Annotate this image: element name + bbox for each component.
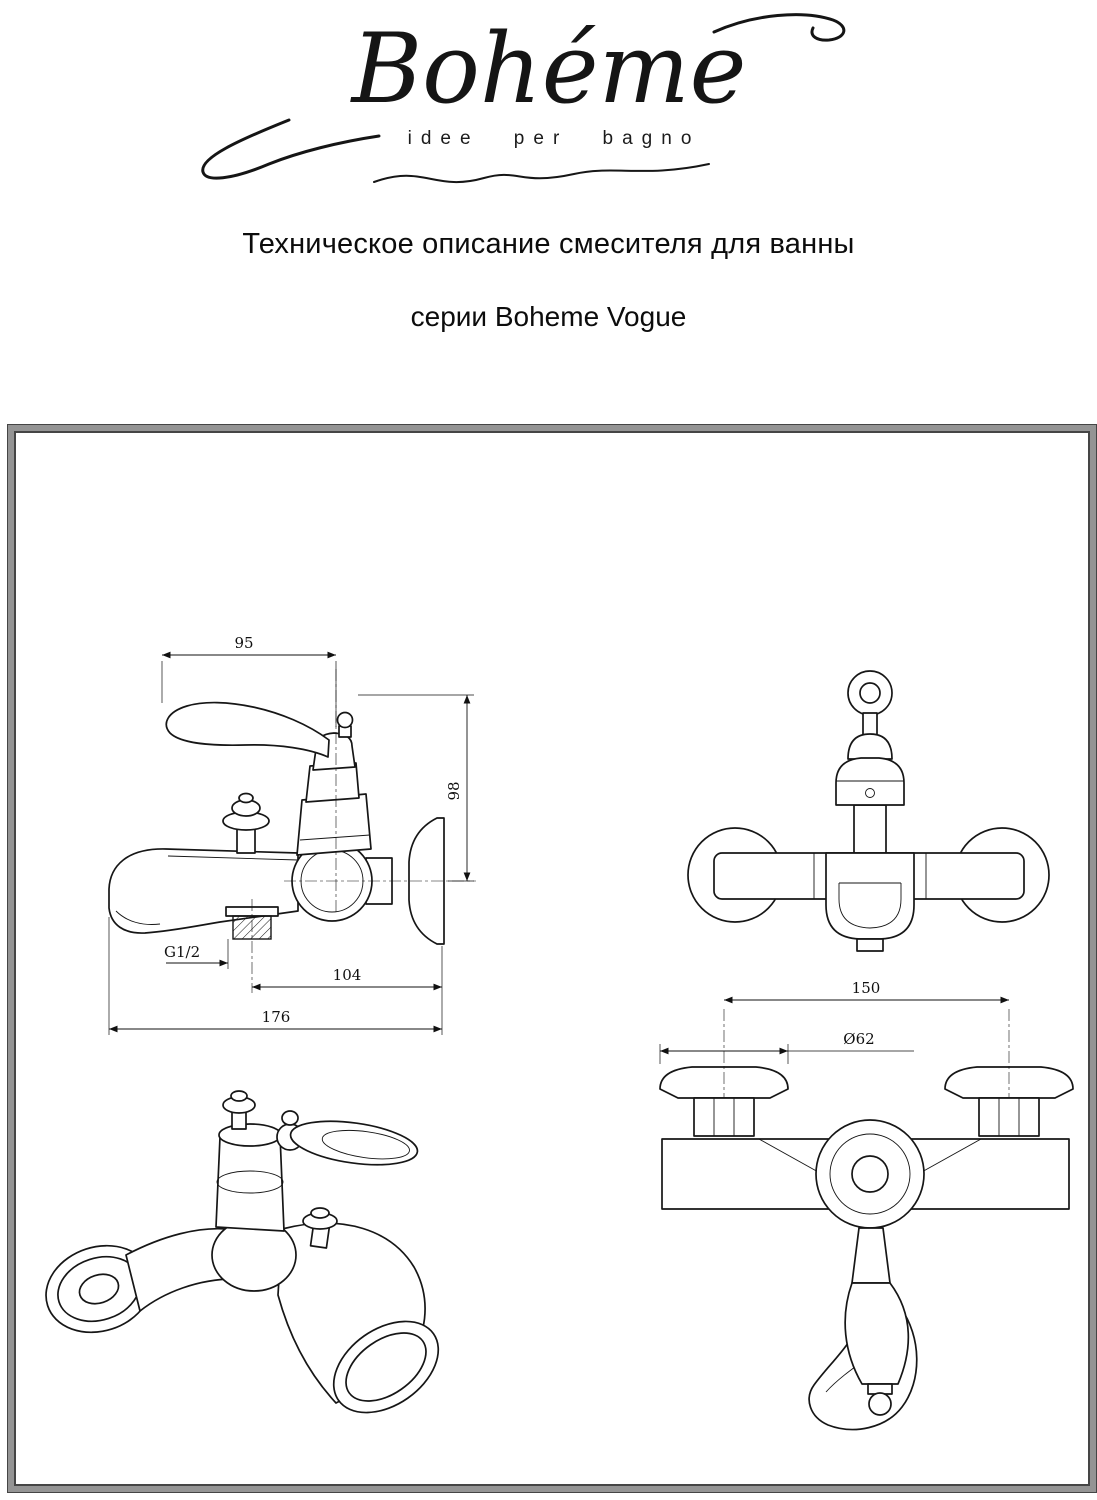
perspective-wall-flange bbox=[45, 1244, 153, 1334]
perspective-finial bbox=[281, 1110, 299, 1126]
perspective-cartridge-collar bbox=[216, 1170, 284, 1194]
title-block: Техническое описание смесителя для ванны… bbox=[0, 228, 1097, 333]
cartridge-line bbox=[299, 834, 371, 841]
dim-label-98: 98 bbox=[445, 781, 463, 800]
drawing-front-dimension-view: 150 Ø62 bbox=[659, 979, 1074, 1431]
perspective-spout-opening bbox=[332, 1320, 440, 1414]
thread-label-g12: G1/2 bbox=[164, 943, 200, 961]
document-title-line1: Техническое описание смесителя для ванны bbox=[242, 228, 855, 260]
lever-handle bbox=[165, 701, 330, 758]
logo-flourish-tagline bbox=[372, 163, 710, 183]
dim-label-95: 95 bbox=[234, 634, 253, 652]
center-boss-ring bbox=[829, 1133, 911, 1215]
brand-logo: Bohéme idee per bagno bbox=[0, 2, 1097, 207]
handle-dome bbox=[847, 733, 893, 760]
document-title-line2: серии Boheme Vogue bbox=[410, 301, 687, 332]
spout-inner-line bbox=[167, 855, 299, 861]
perspective-cartridge bbox=[215, 1134, 285, 1232]
hanging-lever-ball bbox=[868, 1392, 892, 1416]
perspective-diverter-top bbox=[310, 1207, 330, 1219]
left-hex-nut bbox=[693, 1097, 755, 1137]
logo-flourish-right bbox=[712, 13, 845, 42]
handle-ring-inner bbox=[859, 682, 881, 704]
finial-ball bbox=[336, 711, 354, 729]
technical-drawing-frame: 95 98 G1/2 104 176 bbox=[8, 425, 1096, 1492]
drawing-side-view: 95 98 G1/2 104 176 bbox=[108, 634, 476, 1035]
spout-lip bbox=[115, 910, 161, 925]
brand-tagline: idee per bagno bbox=[407, 128, 700, 149]
bar-chamfer-left bbox=[758, 1138, 821, 1174]
escutcheon-screw bbox=[865, 788, 875, 798]
logo-flourish-left bbox=[200, 118, 380, 180]
technical-drawings-svg: 95 98 G1/2 104 176 bbox=[45, 634, 1074, 1431]
hanging-lever-stem bbox=[851, 1227, 891, 1284]
handle-neck bbox=[853, 804, 887, 856]
cartridge-housing bbox=[296, 793, 372, 856]
dim-label-150: 150 bbox=[852, 979, 881, 997]
drawing-front-view bbox=[687, 670, 1050, 952]
center-boss-hub bbox=[851, 1155, 889, 1193]
brand-name: Bohéme bbox=[349, 13, 746, 125]
dim-label-176: 176 bbox=[262, 1008, 291, 1026]
right-hex-nut bbox=[978, 1097, 1040, 1137]
spout-front-outlet bbox=[856, 938, 884, 952]
drawing-perspective-view bbox=[45, 1090, 440, 1414]
dim-label-d62: Ø62 bbox=[843, 1030, 874, 1048]
top-escutcheon bbox=[835, 757, 905, 806]
perspective-cartridge-top bbox=[218, 1123, 282, 1147]
diverter-top bbox=[238, 792, 254, 804]
dim-label-104: 104 bbox=[333, 966, 362, 984]
brand-logo-svg: Bohéme idee per bagno bbox=[200, 13, 845, 183]
perspective-lever bbox=[289, 1120, 419, 1166]
spout-front-opening bbox=[838, 883, 902, 929]
hanging-lever-grip bbox=[844, 1282, 910, 1385]
bar-chamfer-right bbox=[919, 1138, 982, 1174]
perspective-knob-top bbox=[230, 1090, 248, 1102]
